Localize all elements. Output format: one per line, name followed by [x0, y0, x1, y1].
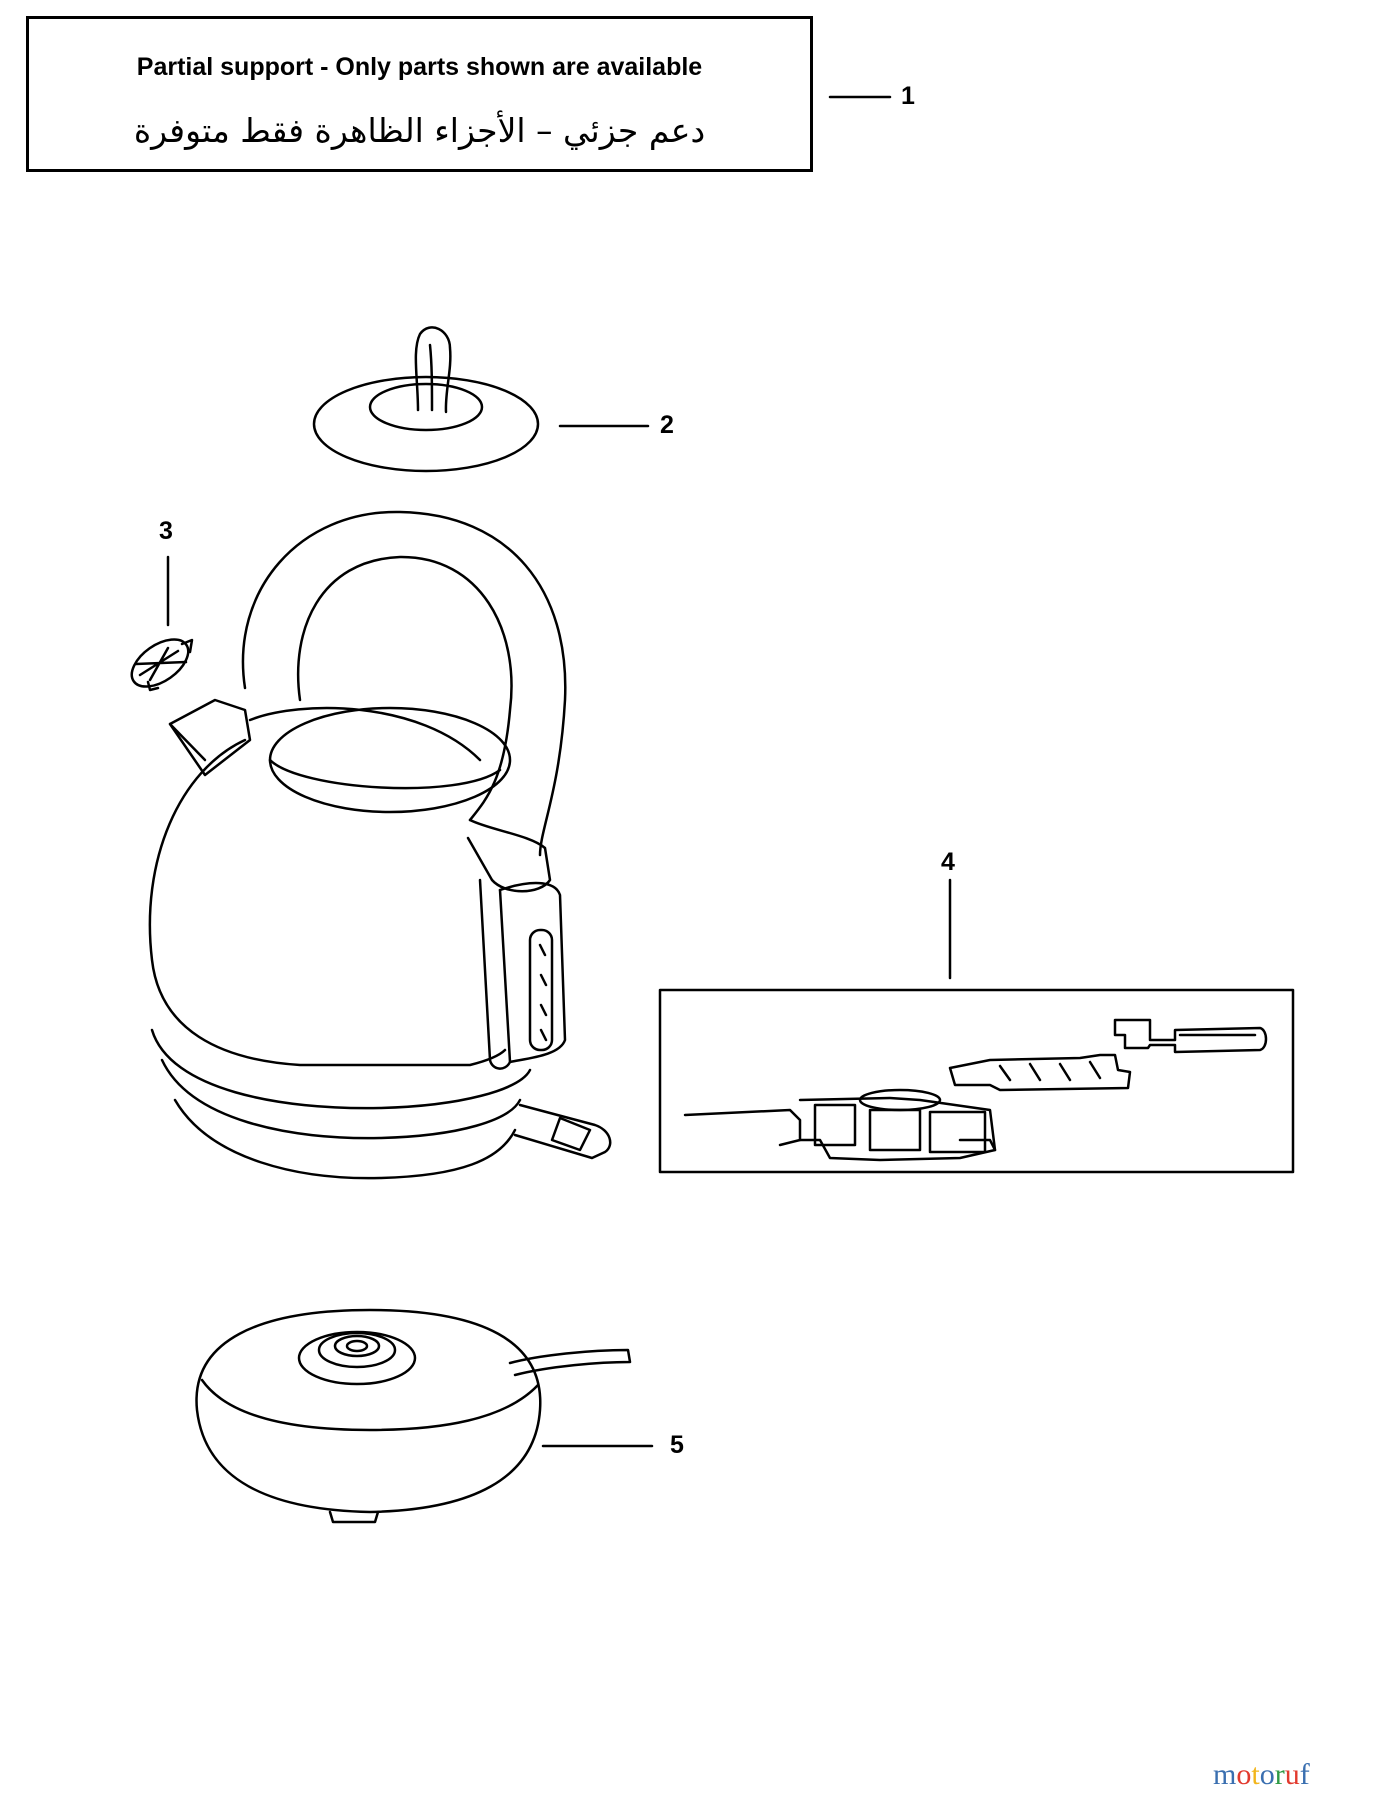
lid-part — [312, 326, 540, 473]
kettle-body — [148, 510, 612, 1180]
power-base-part — [195, 1308, 632, 1524]
callout-number-2: 2 — [660, 411, 674, 439]
partial-support-notice: Partial support - Only parts shown are a… — [26, 16, 813, 172]
callout-number-5: 5 — [670, 1431, 684, 1459]
notice-arabic-text: دعم جزئي – الأجزاء الظاهرة فقط متوفرة — [133, 111, 706, 150]
notice-english-text: Partial support - Only parts shown are a… — [136, 53, 703, 81]
switch-assembly-part — [658, 988, 1295, 1174]
motoruf-watermark: motoruf — [1213, 1758, 1310, 1791]
callout-number-4: 4 — [941, 848, 955, 876]
callout-number-1: 1 — [901, 82, 915, 110]
filter-part — [130, 638, 194, 692]
callout-number-3: 3 — [159, 517, 173, 545]
